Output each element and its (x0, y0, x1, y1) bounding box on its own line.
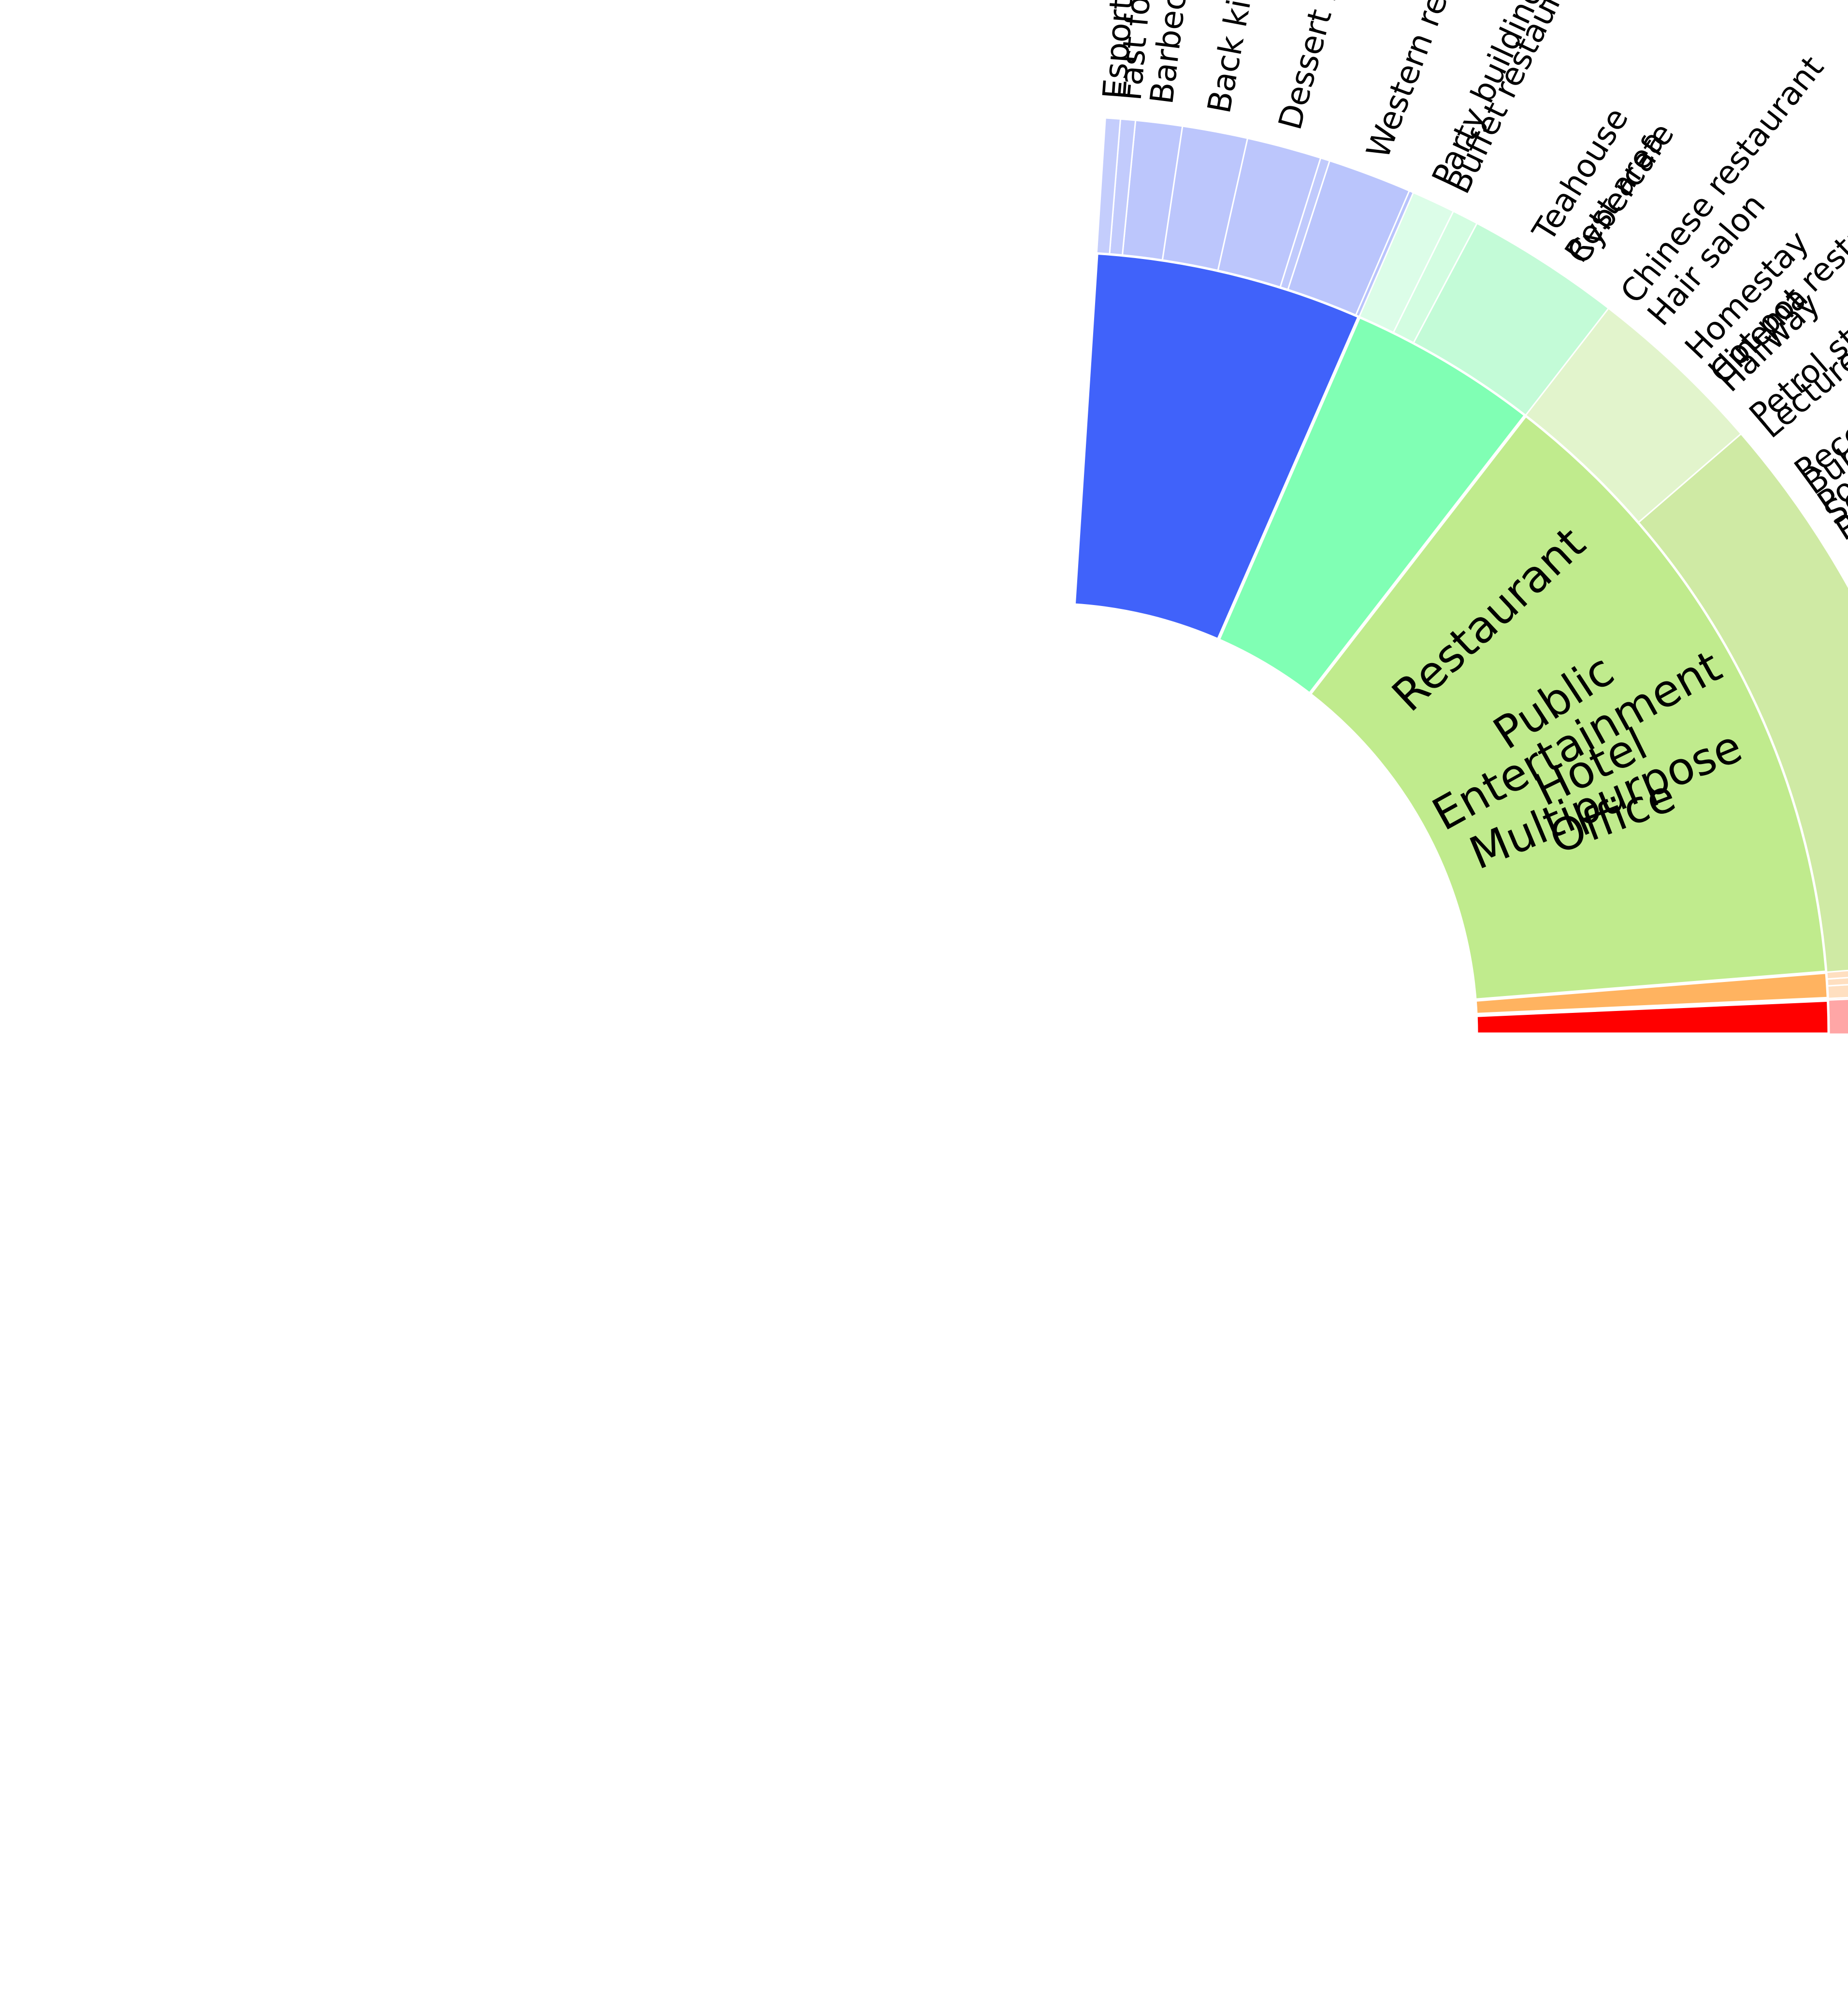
inner-ring (1072, 251, 1831, 1036)
outer-label-dessert-bakery: Dessert bakery (1271, 0, 1370, 133)
outer-wedge-party-building-room (1358, 191, 1455, 333)
outer-ring (1096, 117, 1848, 1035)
outer-wedge-homestay (1524, 307, 1742, 523)
outer-wedge-esports-room (1096, 117, 1122, 255)
outer-wedge-unlabeled-71 (1827, 998, 1848, 1035)
outer-label-back-kitchen: Back kitchen (1200, 0, 1275, 116)
outer-wedge-unlabeled-66 (1826, 969, 1848, 980)
